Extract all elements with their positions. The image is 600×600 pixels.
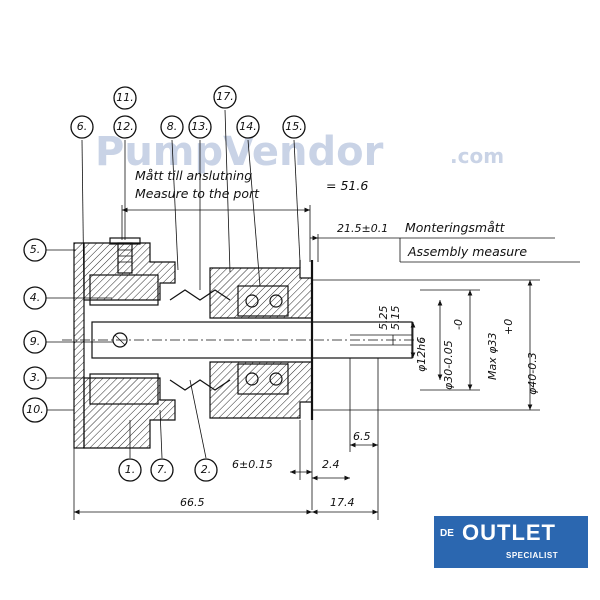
bearing-upper xyxy=(237,285,289,317)
callout-8-label: 8. xyxy=(167,120,178,133)
seal-upper xyxy=(169,289,231,301)
bearing-lower xyxy=(237,363,289,395)
callout-1-label: 1. xyxy=(125,463,136,476)
assembly-value: 21.5±0.1 xyxy=(337,222,388,235)
callout-1: 1. xyxy=(118,458,142,482)
callout-2-label: 2. xyxy=(201,463,212,476)
port-measure-note: Mått till anslutning Measure to the port… xyxy=(121,168,368,262)
dim-5-25: 5.25 xyxy=(377,306,390,331)
port-note-value: = 51.6 xyxy=(326,178,368,193)
logo-de-text: DE xyxy=(440,528,454,539)
watermark: PumpVendor .com xyxy=(95,129,504,175)
dim-66-5: 66.5 xyxy=(180,496,205,509)
seal-lower xyxy=(169,379,231,391)
callout-6: 6. xyxy=(70,115,94,139)
callout-11: 11. xyxy=(113,86,137,110)
watermark-text: PumpVendor xyxy=(95,129,384,175)
callout-5-label: 5. xyxy=(30,243,41,256)
dim-bore-sub: -0 xyxy=(452,319,465,330)
assembly-note-sv: Monteringsmått xyxy=(405,220,506,235)
watermark-suffix: .com xyxy=(450,144,504,168)
dim-bore-dia: φ30-0.05 xyxy=(442,340,455,390)
callout-15: 15. xyxy=(282,115,306,139)
callout-14-label: 14. xyxy=(239,120,257,133)
dim-6-5: 6.5 xyxy=(353,430,371,443)
dim-outer-sub: +0 xyxy=(502,319,515,335)
port-note-sv: Mått till anslutning xyxy=(135,168,252,183)
callout-12: 12. xyxy=(113,115,137,139)
housing-lower xyxy=(83,377,176,449)
callout-3-label: 3. xyxy=(30,371,41,384)
callout-10: 10. xyxy=(22,397,48,423)
dim-2-4: 2.4 xyxy=(322,458,340,471)
callout-11-label: 11. xyxy=(116,91,134,104)
part-callouts: 11. 12. 6. 8. 13. 17. 14. 15. 5. 4. 9. 3… xyxy=(22,85,306,482)
callout-6-label: 6. xyxy=(77,120,88,133)
de-outlet-specialist-logo: DE OUTLET SPECIALIST xyxy=(434,516,588,568)
dim-shaft-dia: φ12h6 xyxy=(415,337,428,372)
callout-17: 17. xyxy=(213,85,237,109)
dim-5-15: 5.15 xyxy=(389,306,402,331)
dim-6-tol: 6±0.15 xyxy=(232,458,273,471)
shaft-nut xyxy=(112,332,128,348)
callout-13-label: 13. xyxy=(191,120,209,133)
bearing-housing-upper xyxy=(209,267,313,319)
pump-body xyxy=(62,237,425,449)
callout-17-label: 17. xyxy=(216,90,234,103)
impeller-upper xyxy=(89,274,159,306)
leader-lines xyxy=(46,109,301,459)
callout-4-label: 4. xyxy=(30,291,41,304)
callout-2: 2. xyxy=(194,458,218,482)
bearing-housing-lower xyxy=(209,361,313,419)
logo-outlet-text: OUTLET xyxy=(462,520,556,545)
callout-14: 14. xyxy=(236,115,260,139)
logo-specialist-text: SPECIALIST xyxy=(506,551,559,560)
callout-12-label: 12. xyxy=(116,120,134,133)
callout-7: 7. xyxy=(150,458,174,482)
callout-3: 3. xyxy=(23,366,47,390)
port-note-en: Measure to the port xyxy=(135,186,260,201)
diameter-dimensions: 5.25 5.15 φ12h6 φ30-0.05 -0 Max φ33 φ40-… xyxy=(312,279,540,411)
dim-max-dia: Max φ33 xyxy=(486,333,499,381)
dim-17-4: 17.4 xyxy=(330,496,355,509)
cover-screw xyxy=(117,242,133,274)
assembly-note-en: Assembly measure xyxy=(407,244,527,259)
callout-8: 8. xyxy=(160,115,184,139)
housing-upper xyxy=(83,242,176,301)
assembly-measure-note: 21.5±0.1 Monteringsmått Assembly measure xyxy=(310,220,580,263)
callout-5: 5. xyxy=(23,238,47,262)
callout-4: 4. xyxy=(23,286,47,310)
callout-13: 13. xyxy=(188,115,212,139)
callout-10-label: 10. xyxy=(26,403,44,416)
callout-9: 9. xyxy=(23,330,47,354)
callout-15-label: 15. xyxy=(285,120,303,133)
length-dimensions: 6.5 6±0.15 2.4 66.5 17.4 xyxy=(73,358,379,520)
dim-outer-dia: φ40-0.3 xyxy=(526,352,539,395)
callout-7-label: 7. xyxy=(157,463,168,476)
impeller-lower xyxy=(89,373,159,405)
callout-9-label: 9. xyxy=(30,335,41,348)
logo-background xyxy=(434,516,588,568)
end-cover xyxy=(73,242,85,449)
